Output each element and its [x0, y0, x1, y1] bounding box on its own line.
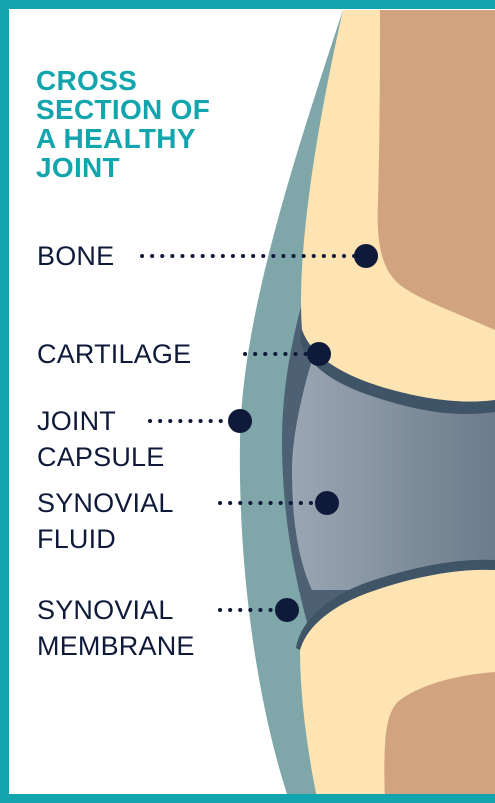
joint-capsule-label: JOINT CAPSULE: [37, 403, 164, 475]
title-line-4: JOINT: [36, 152, 120, 183]
synovial-fluid-dot: [315, 491, 339, 515]
synovial-membrane-dot: [275, 598, 299, 622]
title-line-1: CROSS: [36, 65, 137, 96]
cartilage-dot: [307, 342, 331, 366]
title-line-2: SECTION OF: [36, 94, 210, 125]
synovial-membrane-label-line-1: SYNOVIAL: [37, 595, 174, 625]
synovial-fluid-label-line-1: SYNOVIAL: [37, 488, 174, 518]
synovial-fluid-label: SYNOVIAL FLUID: [37, 485, 174, 557]
title-line-3: A HEALTHY: [36, 123, 196, 154]
joint-capsule-dot: [228, 409, 252, 433]
synovial-membrane-label-line-2: MEMBRANE: [37, 628, 195, 664]
joint-capsule-label-line-1: JOINT: [37, 406, 116, 436]
joint-capsule-label-line-2: CAPSULE: [37, 439, 164, 475]
bone-label: BONE: [37, 238, 114, 274]
synovial-fluid-label-line-2: FLUID: [37, 521, 174, 557]
bone-dot: [354, 244, 378, 268]
joint-capsule-leader: [150, 409, 252, 433]
cartilage-label: CARTILAGE: [37, 336, 191, 372]
synovial-membrane-label: SYNOVIAL MEMBRANE: [37, 592, 195, 664]
diagram-title: CROSS SECTION OF A HEALTHY JOINT: [36, 66, 266, 182]
